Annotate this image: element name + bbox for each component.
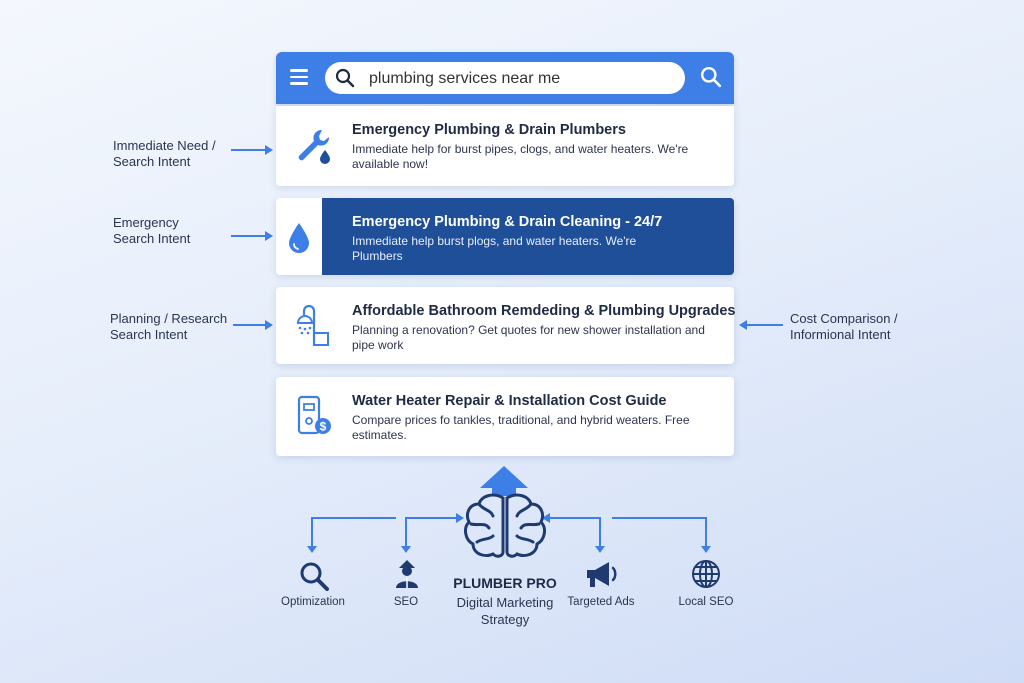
result-title[interactable]: Affordable Bathroom Remdeding & Plumbing… [352,303,736,319]
svg-text:$: $ [320,420,327,434]
result-description: Immediate help for burst pipes, clogs, a… [352,142,689,171]
result-description: Immediate help burst plogs, and water he… [352,234,637,263]
brand-subtitle-line: Strategy [480,612,530,627]
arrow-right [231,145,273,155]
label-emergency: Emergency Search Intent [113,215,190,247]
search-field[interactable] [325,62,685,94]
wrench-drop-icon [292,124,336,168]
result-card-4[interactable]: $ Water Heater Repair & Installation Cos… [276,377,734,456]
result-card-2[interactable]: Emergency Plumbing & Drain Cleaning - 24… [276,198,734,275]
label-line: Immediate Need / [113,138,216,153]
result-card-3[interactable]: Affordable Bathroom Remdeding & Plumbing… [276,287,736,364]
arrow-right [233,320,273,330]
result-description: Planning a renovation? Get quotes for ne… [352,323,705,352]
connector-lines [307,466,711,553]
globe-icon [692,560,720,588]
search-bar [276,52,734,104]
brand-subtitle-line: Digital Marketing [456,595,554,610]
water-heater-icon: $ [292,394,336,438]
brain-icon [464,493,546,558]
highlight-panel [322,198,734,275]
label-line: Search Intent [113,231,191,246]
person-icon [396,560,418,588]
label-line: Search Intent [110,327,188,342]
menu-icon[interactable] [290,69,308,87]
label-line: Search Intent [113,154,191,169]
label-line: Emergency [113,215,179,230]
bottom-label-seo: SEO [393,596,419,608]
label-cost-comparison: Cost Comparison / Informional Intent [790,311,898,343]
label-line: Cost Comparison / [790,311,898,326]
label-line: Informional Intent [790,327,891,342]
search-button-icon[interactable] [700,66,722,88]
label-planning: Planning / Research Search Intent [110,311,227,343]
megaphone-icon [587,562,617,587]
label-immediate-need: Immediate Need / Search Intent [113,138,216,170]
result-title[interactable]: Water Heater Repair & Installation Cost … [352,393,667,409]
result-description: Compare prices fo tankles, traditional, … [352,413,690,442]
result-card-1[interactable]: Emergency Plumbing & Drain Plumbers Imme… [276,106,734,186]
brand-title: PLUMBER PRO [453,575,557,591]
label-line: Planning / Research [110,311,228,326]
water-drop-icon [284,216,314,260]
bottom-label-local-seo: Local SEO [678,596,734,608]
magnifier-icon [300,562,329,591]
arrow-left [739,320,783,330]
result-title[interactable]: Emergency Plumbing & Drain Cleaning - 24… [352,214,663,230]
search-input[interactable] [367,66,671,92]
bottom-label-optimization: Optimization [281,596,345,608]
result-title[interactable]: Emergency Plumbing & Drain Plumbers [352,122,626,138]
shower-icon [292,303,336,347]
search-icon [335,68,355,88]
arrow-right [231,231,273,241]
brand-subtitle: Digital Marketing Strategy [430,594,580,628]
bottom-label-targeted-ads: Targeted Ads [567,596,635,608]
